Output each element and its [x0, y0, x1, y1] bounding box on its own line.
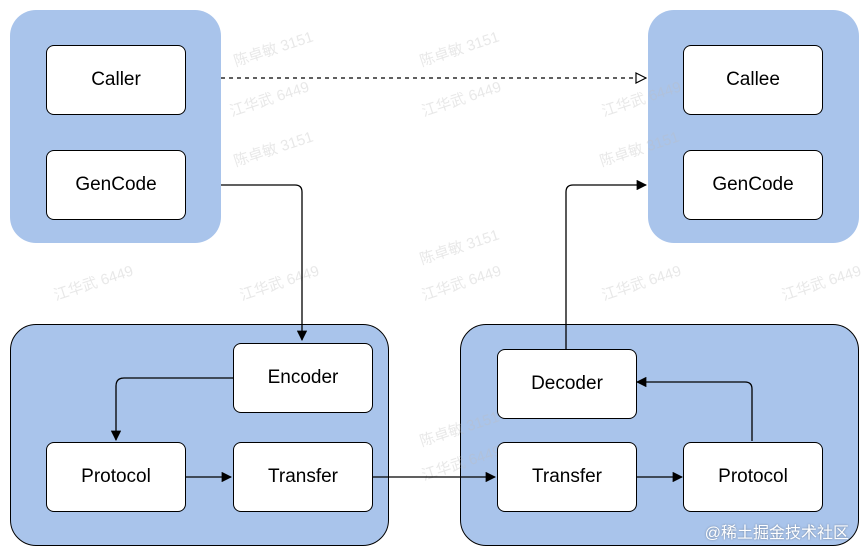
caller-node: Caller — [46, 45, 186, 115]
gencode-left-node: GenCode — [46, 150, 186, 220]
source-credit: @稀土掘金技术社区 — [704, 525, 849, 542]
watermark-text: 陈卓敏 3151 — [231, 28, 316, 71]
decoder-node: Decoder — [497, 349, 637, 419]
watermark-text: 江华武 6449 — [227, 78, 312, 121]
protocol-left-node: Protocol — [46, 442, 186, 512]
watermark-text: 江华武 6449 — [779, 262, 863, 305]
gencode-right-node: GenCode — [683, 150, 823, 220]
watermark-text: 江华武 6449 — [419, 78, 504, 121]
encoder-node: Encoder — [233, 343, 373, 413]
watermark-text: 江华武 6449 — [51, 262, 136, 305]
transfer-right-node: Transfer — [497, 442, 637, 512]
watermark-text: 陈卓敏 3151 — [417, 28, 502, 71]
watermark-text: 陈卓敏 3151 — [417, 226, 502, 269]
watermark-text: 江华武 6449 — [419, 262, 504, 305]
gencode-to-encoder-edge — [221, 184, 308, 342]
watermark-text: 江华武 6449 — [599, 262, 684, 305]
callee-node: Callee — [683, 45, 823, 115]
transfer-left-node: Transfer — [233, 442, 373, 512]
watermark-text: 陈卓敏 3151 — [231, 128, 316, 171]
protocol-right-node: Protocol — [683, 442, 823, 512]
watermark-text: 江华武 6449 — [237, 262, 322, 305]
